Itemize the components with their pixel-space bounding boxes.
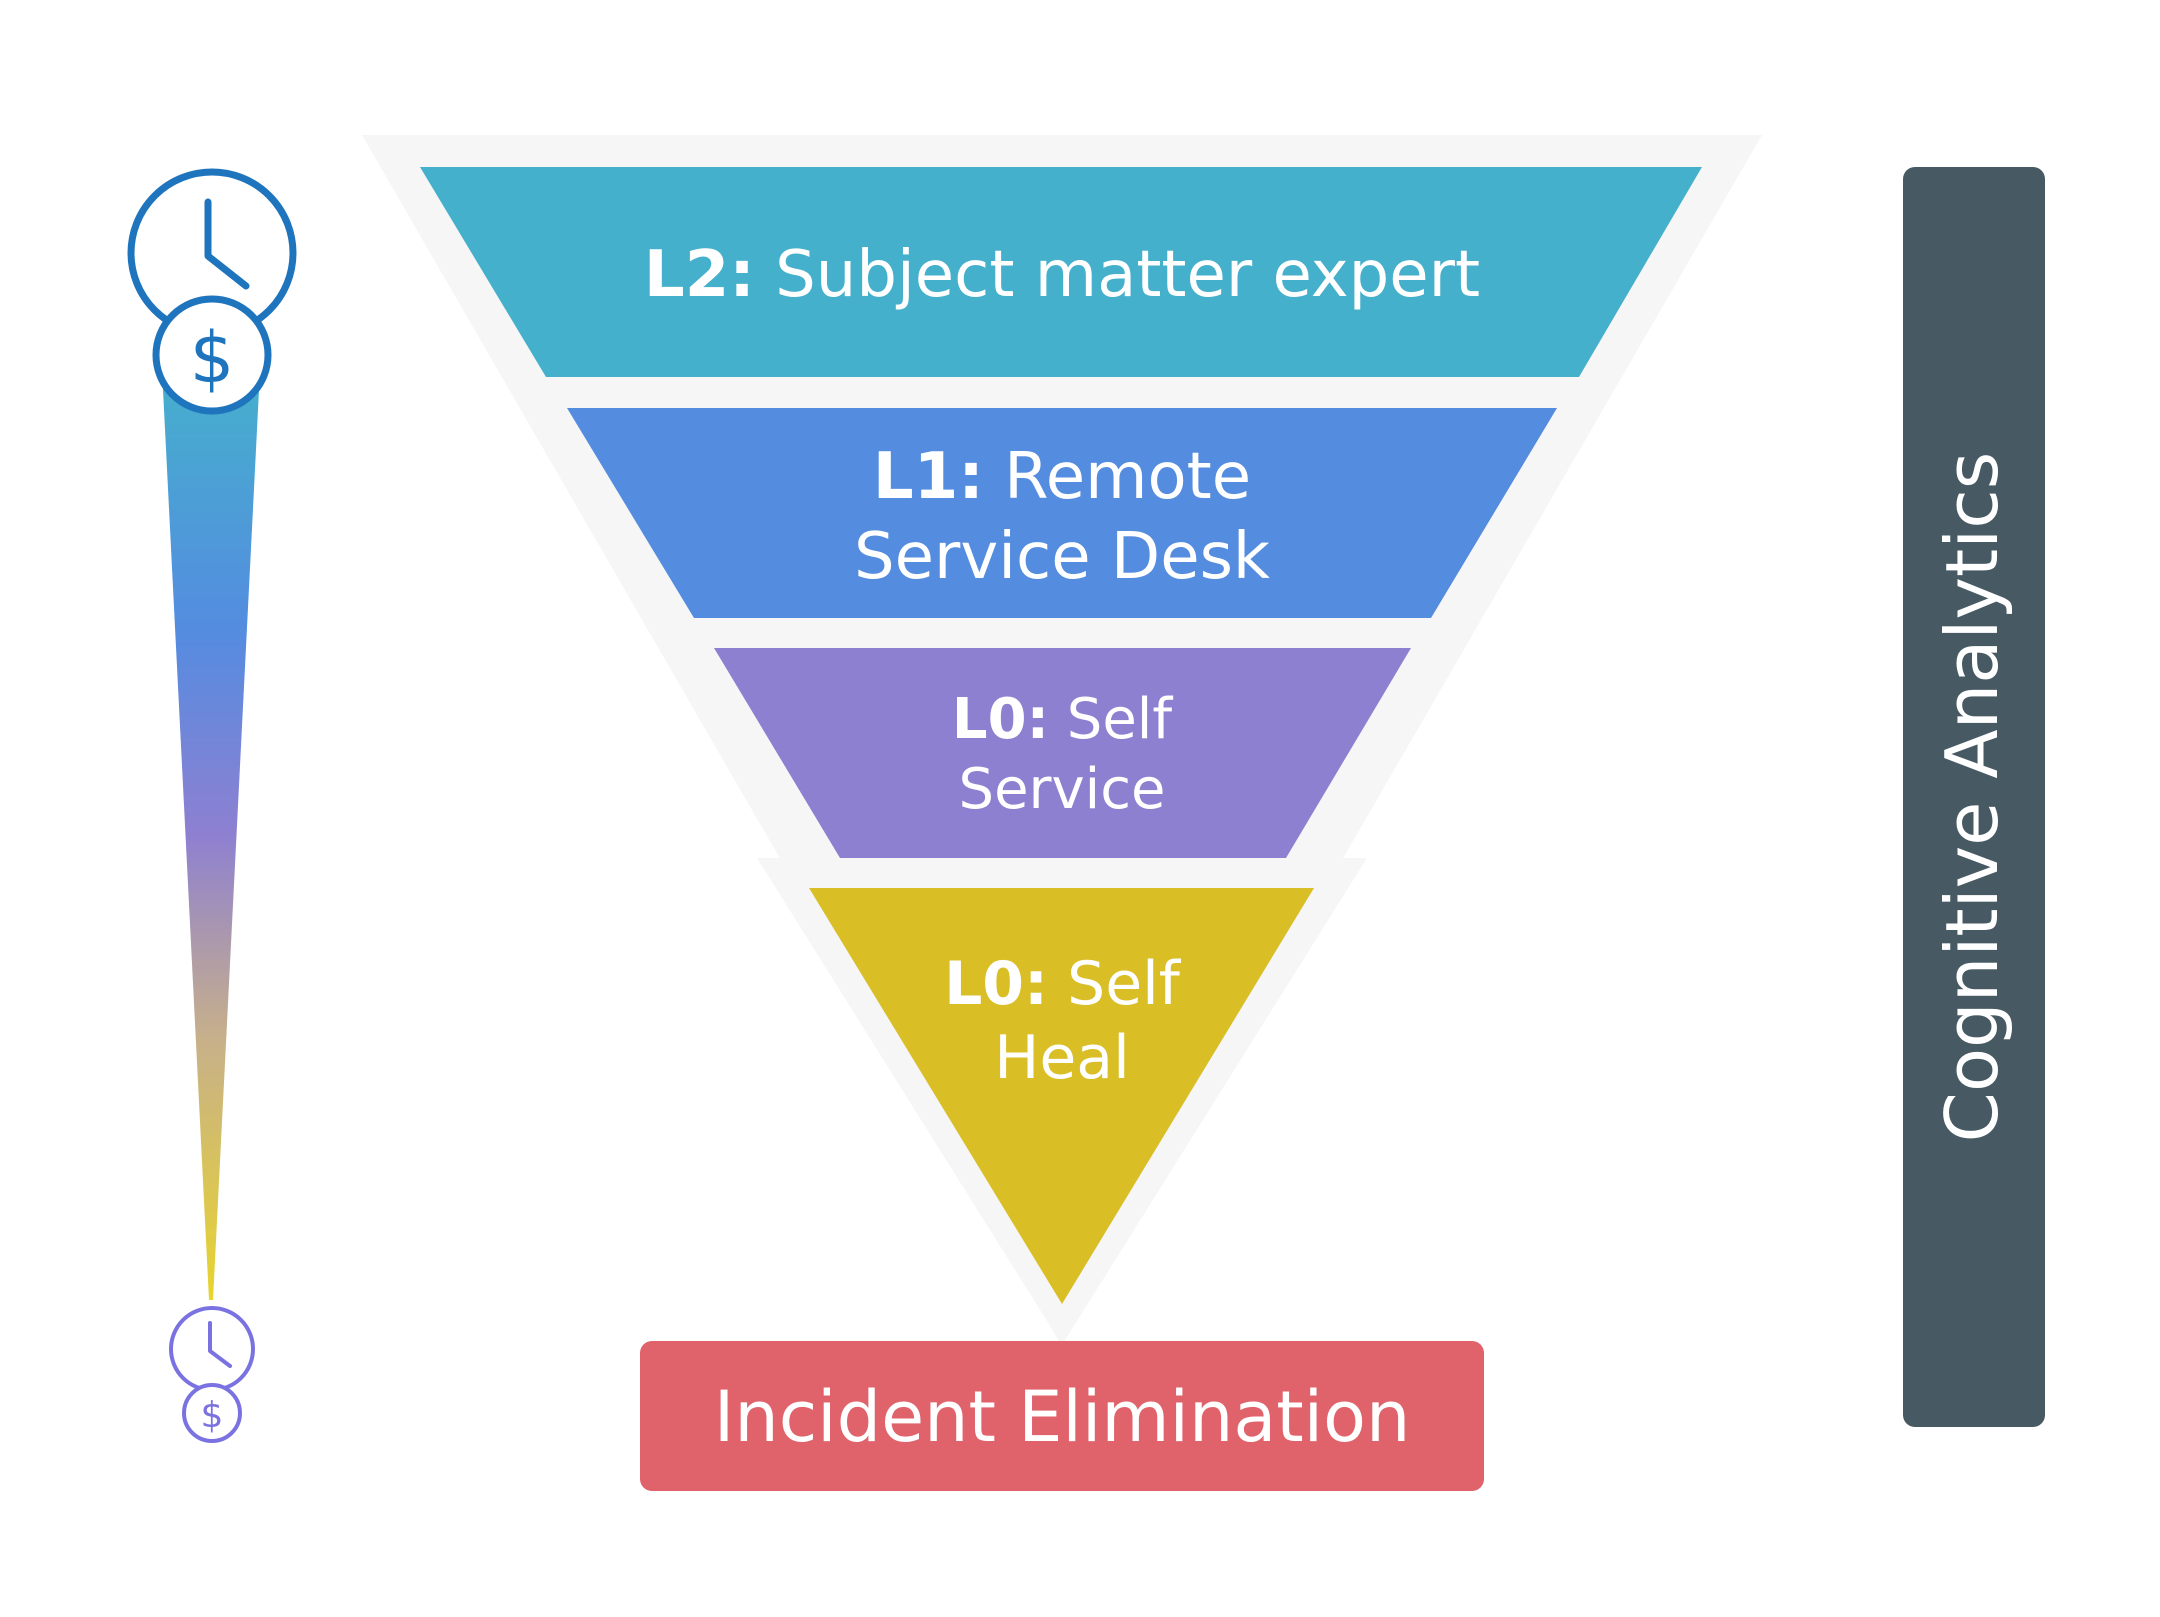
tier-l0-service: L0: Self Service bbox=[714, 648, 1411, 858]
tier-l1: L1: Remote Service Desk bbox=[567, 408, 1557, 618]
bottom-clock-icon bbox=[169, 1306, 255, 1392]
tier-l0-service-label: L0: Self bbox=[952, 687, 1173, 752]
tier-l0-heal-line-2: Heal bbox=[994, 1023, 1129, 1093]
tier-l0-heal-label: L0: Self bbox=[944, 949, 1182, 1019]
top-clock-icon bbox=[127, 168, 297, 338]
tier-l1-code: L1: bbox=[873, 440, 984, 514]
tier-l2-line-1: Subject matter expert bbox=[775, 238, 1480, 312]
bottom-dollar-symbol: $ bbox=[201, 1395, 224, 1436]
incident-elimination-box: Incident Elimination bbox=[640, 1341, 1484, 1491]
top-dollar-symbol: $ bbox=[190, 317, 235, 399]
tier-l2-band bbox=[420, 167, 1702, 377]
tier-l0-heal-band bbox=[809, 888, 1314, 1304]
tier-l1-line-2: Service Desk bbox=[854, 520, 1270, 594]
cost-time-scale: $ $ bbox=[127, 168, 297, 1443]
tier-l0-service-line-1: Self bbox=[1067, 687, 1174, 752]
bottom-dollar-coin-icon: $ bbox=[182, 1383, 242, 1443]
tier-l2: L2: Subject matter expert bbox=[420, 167, 1702, 377]
cost-gradient-bar bbox=[162, 370, 260, 1300]
cognitive-analytics-bar: Cognitive Analytics bbox=[1903, 167, 2045, 1427]
incident-elimination-label: Incident Elimination bbox=[714, 1376, 1411, 1458]
tier-l0-heal-line-1: Self bbox=[1067, 949, 1182, 1019]
tier-l1-band bbox=[567, 408, 1557, 618]
tier-l1-label: L1: Remote bbox=[873, 440, 1251, 514]
tier-l2-code: L2: bbox=[644, 238, 755, 312]
tier-l0-service-band bbox=[714, 648, 1411, 858]
cognitive-analytics-label: Cognitive Analytics bbox=[1930, 452, 2014, 1143]
tier-l0-service-code: L0: bbox=[952, 687, 1049, 752]
tier-l0-heal-code: L0: bbox=[944, 949, 1048, 1019]
tier-l2-label: L2: Subject matter expert bbox=[644, 238, 1480, 312]
tier-l0-heal: L0: Self Heal bbox=[809, 888, 1314, 1304]
tier-l1-line-1: Remote bbox=[1004, 440, 1251, 514]
top-dollar-coin-icon: $ bbox=[152, 295, 272, 415]
support-funnel: L2: Subject matter expert L1: Remote Ser… bbox=[362, 135, 1762, 1345]
tier-l0-service-line-2: Service bbox=[959, 757, 1166, 822]
